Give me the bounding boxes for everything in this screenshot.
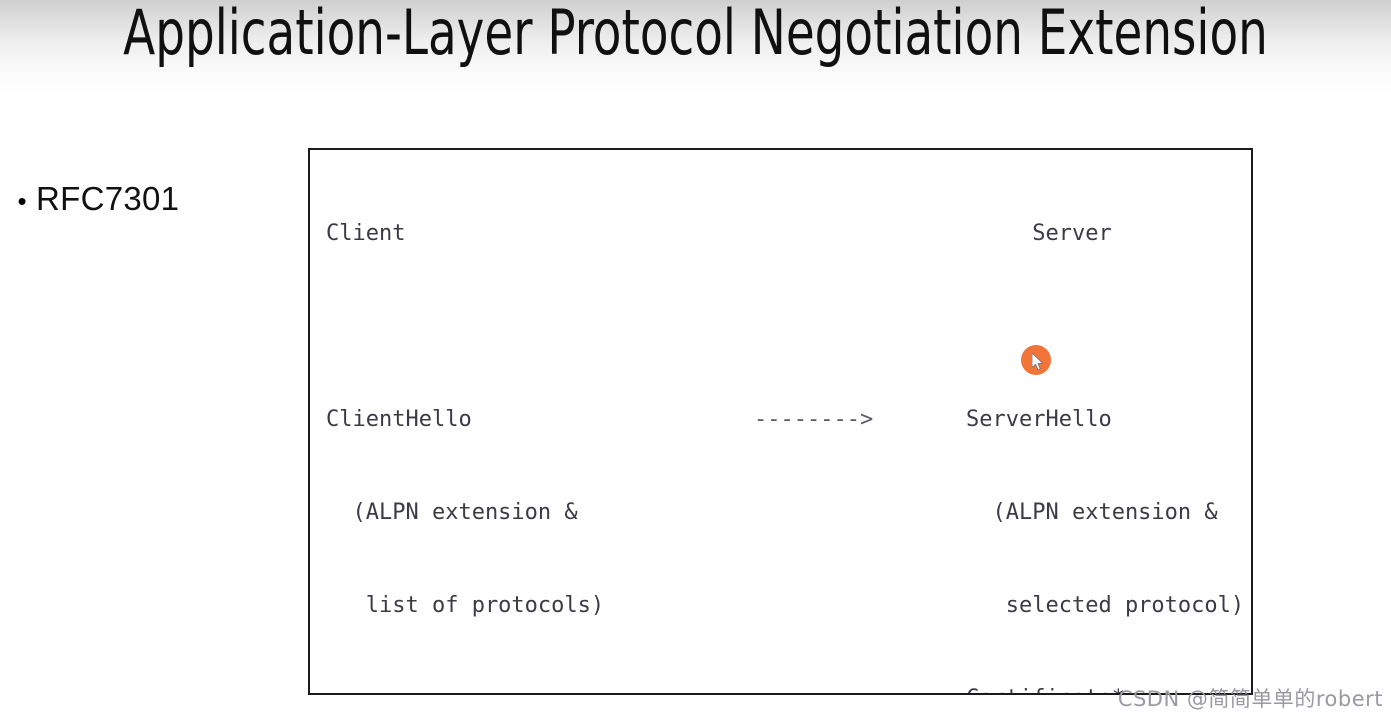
- diagram-line: selected protocol): [966, 593, 1245, 618]
- diagram-line: [326, 683, 604, 693]
- diagram-arrow-column: --------> <-------- --------> <-------- …: [754, 156, 874, 693]
- bullet-marker-icon: •: [17, 186, 27, 216]
- diagram-arrow: [754, 311, 873, 342]
- diagram-arrow: [754, 590, 873, 621]
- diagram-line: [326, 311, 604, 342]
- diagram-line: [966, 311, 1244, 342]
- diagram-arrow: [754, 683, 873, 693]
- diagram-arrow: -------->: [754, 407, 874, 432]
- bullet-item-label: RFC7301: [36, 180, 180, 217]
- title-background-gradient: [0, 0, 1391, 95]
- diagram-line: Certificate*: [966, 683, 1244, 693]
- diagram-line: Server: [966, 221, 1112, 246]
- bullet-item-rfc7301: • RFC7301: [8, 180, 179, 218]
- diagram-line: ClientHello: [326, 407, 472, 432]
- diagram-server-column: Server ServerHello (ALPN extension & sel…: [966, 156, 1245, 693]
- page-title: Application-Layer Protocol Negotiation E…: [123, 0, 1268, 69]
- diagram-line: Client: [326, 221, 406, 246]
- diagram-line: (ALPN extension &: [326, 500, 578, 525]
- diagram-arrow: [754, 218, 873, 249]
- handshake-flow-diagram: Client ClientHello (ALPN extension & lis…: [308, 148, 1253, 695]
- diagram-line: (ALPN extension &: [966, 500, 1218, 525]
- diagram-line: ServerHello: [966, 407, 1112, 432]
- diagram-arrow: [754, 497, 873, 528]
- watermark-text: CSDN @简简单单的robert: [1117, 687, 1383, 711]
- diagram-client-column: Client ClientHello (ALPN extension & lis…: [326, 156, 605, 693]
- diagram-line: list of protocols): [326, 593, 605, 618]
